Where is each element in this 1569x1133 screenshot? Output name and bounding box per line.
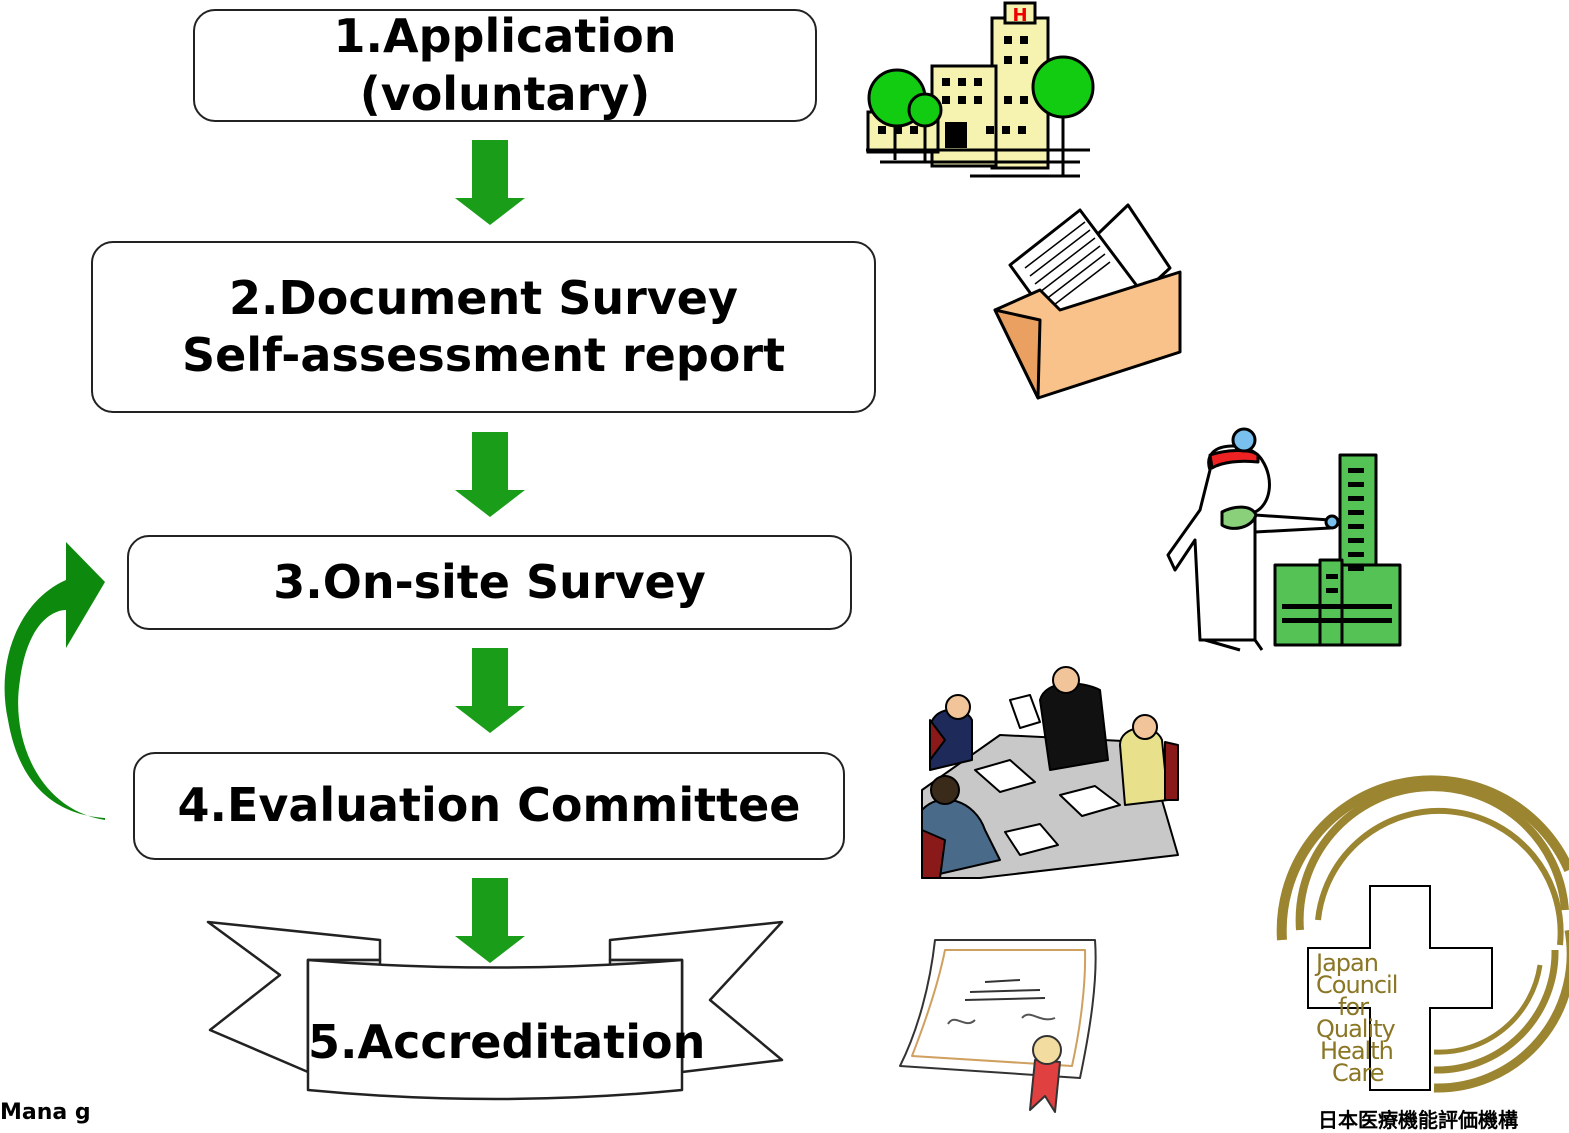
committee-meeting-icon — [921, 650, 1179, 879]
logo-cross — [1307, 885, 1493, 1091]
logo-japanese-name: 日本医療機能評価機構 — [1318, 1108, 1518, 1132]
down-arrow — [455, 140, 525, 225]
down-arrow — [455, 878, 525, 963]
step-document-survey-sublabel: Self-assessment report — [181, 328, 786, 382]
logo-line: Japan — [1316, 949, 1379, 977]
step-document-survey-box: 2.Document Survey Self-assessment report — [91, 241, 876, 413]
logo-name: Japan Council for Quality Health Care — [1316, 949, 1398, 1088]
step-accreditation-label: 5.Accreditation — [308, 1015, 706, 1069]
hospital-icon: H — [866, 1, 1095, 178]
certificate-icon — [899, 939, 1097, 1113]
step-application-box: 1.Application (voluntary) — [193, 9, 817, 122]
step-onsite-survey-box: 3.On-site Survey — [127, 535, 852, 630]
step-application-label: 1.Application (voluntary) — [333, 9, 677, 121]
step-onsite-survey-label: 3.On-site Survey — [273, 554, 706, 609]
logo-line: Council — [1316, 971, 1398, 1000]
down-arrow — [455, 648, 525, 733]
doctor-examining-building-icon — [1166, 427, 1402, 652]
logo-rings — [1276, 775, 1569, 1093]
step-evaluation-committee-label: 4.Evaluation Committee — [177, 778, 801, 833]
logo-line: Health — [1320, 1037, 1394, 1066]
loop-back-arrow — [4, 542, 106, 820]
logo-line: Care — [1332, 1059, 1385, 1088]
step-evaluation-committee-box: 4.Evaluation Committee — [133, 752, 845, 860]
down-arrow — [455, 432, 525, 517]
logo-line: Quality — [1316, 1015, 1396, 1044]
step-document-survey-label: 2.Document Survey — [229, 270, 738, 325]
document-folder-icon — [993, 203, 1182, 400]
accreditation-ribbon — [206, 920, 784, 1101]
svg-text:H: H — [1012, 5, 1027, 26]
logo-line: for — [1338, 993, 1369, 1022]
footer-partial-text: Mana g — [0, 1100, 91, 1125]
